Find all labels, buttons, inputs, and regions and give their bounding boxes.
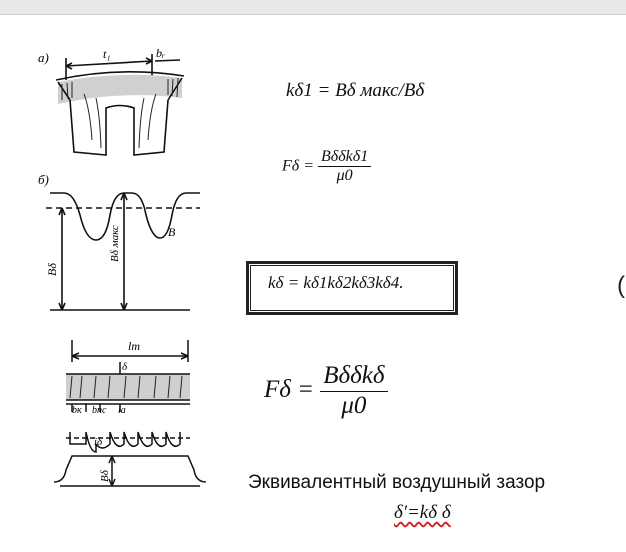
figure-label-B-delta-bottom: Bδ bbox=[99, 469, 111, 482]
figure-label-B: B bbox=[168, 225, 176, 239]
figure-c-stator bbox=[53, 340, 207, 487]
formula-f4-lhs: Fδ = bbox=[264, 375, 315, 403]
caption-gap-formula: δ′=kδ δ bbox=[394, 502, 451, 523]
figure-label-B-delta: Bδ bbox=[45, 263, 59, 276]
formula-f4-fraction: Bδδkδ μ0 bbox=[320, 362, 388, 421]
formula-k-delta: kδ = kδ1kδ2kδ3kδ4. bbox=[268, 273, 404, 292]
formula-f-delta-1: Fδ = Bδδkδ1 μ0 bbox=[282, 148, 372, 186]
formula-f-delta-2: Fδ = Bδδkδ μ0 bbox=[264, 362, 388, 421]
figure-label-delta: δ bbox=[122, 361, 128, 373]
figure-label-br: bᵣ bbox=[156, 46, 165, 60]
figure-label-bk: bк bbox=[72, 405, 82, 416]
figure-label-a: а) bbox=[38, 50, 49, 65]
edge-parenthesis: ( bbox=[617, 272, 625, 299]
formula-k-delta-box bbox=[246, 261, 458, 315]
figure-b-curve bbox=[46, 192, 200, 311]
window-top-bar bbox=[0, 0, 626, 15]
figure-label-b: б) bbox=[38, 172, 49, 187]
formula-f2-fraction: Bδδkδ1 μ0 bbox=[318, 148, 372, 186]
figure-label-t1: t₁ bbox=[103, 47, 111, 61]
formula-k-delta1: kδ1 = Bδ макс/Bδ bbox=[286, 80, 425, 101]
figure-label-la: la bbox=[118, 405, 126, 416]
formula-f4-denominator: μ0 bbox=[341, 391, 367, 419]
figure-label-bnc: bnc bbox=[92, 405, 107, 416]
figure-label-lm: lm bbox=[128, 339, 140, 353]
figure-label-B-delta-max: Bδ макс bbox=[109, 225, 121, 262]
figure-label-i-delta: iδ bbox=[94, 436, 103, 448]
formula-f4-numerator: Bδδkδ bbox=[320, 362, 388, 392]
formula-f2-denominator: μ0 bbox=[336, 167, 353, 185]
caption-equivalent-gap: Эквивалентный воздушный зазор bbox=[248, 472, 546, 493]
figure-a-slot bbox=[55, 54, 185, 156]
formula-f2-lhs: Fδ = bbox=[282, 157, 315, 175]
formula-f2-numerator: Bδδkδ1 bbox=[318, 148, 372, 168]
